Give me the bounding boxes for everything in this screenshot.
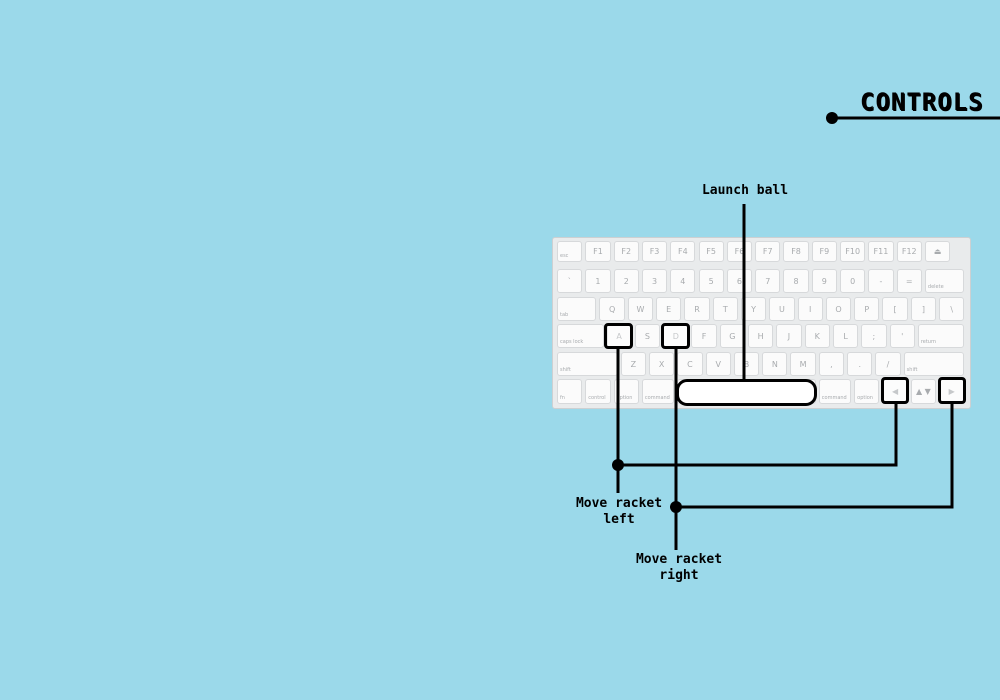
key-delete: delete	[924, 269, 965, 293]
key-tab: tab	[557, 297, 597, 321]
key-w: W	[627, 297, 654, 321]
key-f12: F12	[896, 241, 922, 262]
key-option: option	[854, 379, 880, 404]
key-i: I	[797, 297, 823, 321]
key-r: R	[684, 297, 710, 321]
key-c: C	[677, 352, 703, 376]
key-j: J	[776, 324, 802, 348]
move-left-label: Move racket left	[575, 496, 663, 527]
key-f5: F5	[698, 241, 724, 262]
key-m: M	[790, 352, 816, 376]
left-junction-dot	[612, 459, 624, 471]
spacebar-highlight	[676, 379, 817, 406]
key-u: U	[769, 297, 795, 321]
key-command: command	[818, 379, 852, 404]
key-x: X	[648, 352, 675, 376]
key-o: O	[825, 297, 852, 321]
key-⏏: ⏏	[924, 241, 951, 262]
key-\: \	[939, 297, 965, 321]
key-z: Z	[620, 352, 646, 376]
key-.: .	[847, 352, 873, 376]
key-f3: F3	[641, 241, 668, 262]
left-leader-arrow	[618, 404, 898, 467]
key-f10: F10	[840, 241, 866, 262]
key-f2: F2	[613, 241, 639, 262]
key-2: 2	[613, 269, 639, 293]
key-,: ,	[818, 352, 845, 376]
key-`: `	[557, 269, 583, 293]
key-f: F	[691, 324, 717, 348]
key-3: 3	[641, 269, 668, 293]
key-l: L	[832, 324, 859, 348]
key-d-highlight	[661, 323, 690, 349]
key-e: E	[656, 297, 682, 321]
key-f1: F1	[585, 241, 611, 262]
key-left-arrow-highlight	[881, 377, 909, 404]
key-=: =	[896, 269, 922, 293]
key-1: 1	[585, 269, 611, 293]
key-p: P	[854, 297, 880, 321]
key-s: S	[634, 324, 661, 348]
key-t: T	[712, 297, 738, 321]
key-return: return	[917, 324, 965, 348]
key-5: 5	[698, 269, 724, 293]
key-4: 4	[670, 269, 696, 293]
key-command: command	[641, 379, 675, 404]
key-f9: F9	[811, 241, 837, 262]
key-q: Q	[599, 297, 625, 321]
controls-title: CONTROLS	[860, 88, 984, 116]
key-8: 8	[783, 269, 809, 293]
key-[: [	[882, 297, 908, 321]
key--: -	[868, 269, 894, 293]
key-0: 0	[840, 269, 866, 293]
key-f7: F7	[755, 241, 781, 262]
key-right-arrow-highlight	[938, 377, 966, 404]
key-f4: F4	[670, 241, 696, 262]
key-▲-▼: ▲ ▼	[910, 379, 937, 404]
key-f8: F8	[783, 241, 809, 262]
key-]: ]	[910, 297, 937, 321]
title-dot	[826, 112, 838, 124]
key-y: Y	[740, 297, 767, 321]
key-n: N	[762, 352, 788, 376]
key-b: B	[733, 352, 760, 376]
key-;: ;	[861, 324, 887, 348]
move-right-label: Move racket right	[635, 552, 723, 583]
key-9: 9	[811, 269, 837, 293]
key-k: K	[804, 324, 830, 348]
key-': '	[889, 324, 915, 348]
key-caps-lock: caps lock	[557, 324, 604, 348]
key-h: H	[748, 324, 774, 348]
key-/: /	[875, 352, 901, 376]
key-a-highlight	[604, 323, 633, 349]
key-v: V	[705, 352, 731, 376]
key-6: 6	[726, 269, 753, 293]
key-shift: shift	[557, 352, 618, 376]
key-g: G	[719, 324, 746, 348]
key-f11: F11	[868, 241, 894, 262]
launch-ball-label: Launch ball	[701, 183, 789, 198]
key-shift: shift	[903, 352, 965, 376]
right-leader-arrow	[676, 404, 954, 509]
key-7: 7	[755, 269, 781, 293]
key-esc: esc	[557, 241, 583, 262]
key-option: option	[613, 379, 639, 404]
key-fn: fn	[557, 379, 583, 404]
key-f6: F6	[726, 241, 753, 262]
key-control: control	[585, 379, 611, 404]
